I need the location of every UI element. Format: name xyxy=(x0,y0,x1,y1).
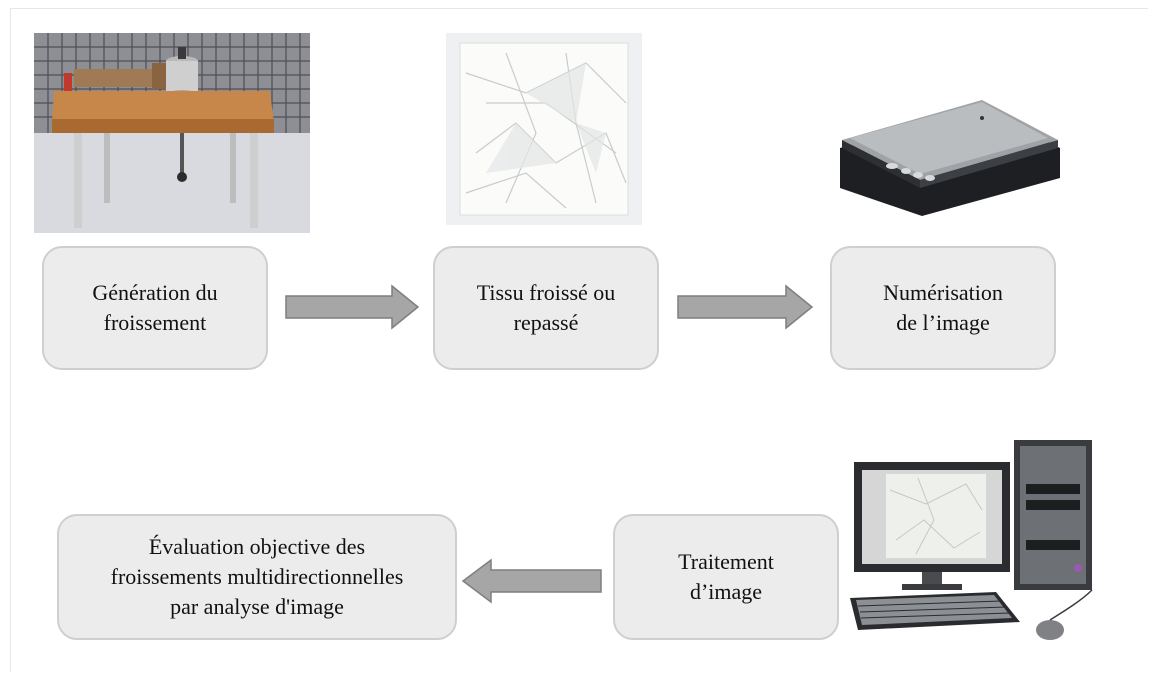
step-tissu-froisse: Tissu froissé ou repassé xyxy=(433,246,659,370)
step-evaluation-objective: Évaluation objective des froissements mu… xyxy=(57,514,457,640)
step-generation-du-froissement: Génération du froissement xyxy=(42,246,268,370)
step-traitement-image: Traitement d’image xyxy=(613,514,839,640)
step-tissu-label: Tissu froissé ou repassé xyxy=(476,280,616,335)
step-generation-label: Génération du froissement xyxy=(92,280,218,335)
crumpled-fabric-icon xyxy=(446,33,642,225)
desktop-computer-icon xyxy=(850,440,1093,640)
step-traitement-label: Traitement d’image xyxy=(678,549,774,604)
step-evaluation-label: Évaluation objective des froissements mu… xyxy=(110,534,404,619)
flatbed-scanner-icon xyxy=(840,100,1060,216)
diagram-frame xyxy=(10,8,1148,672)
step-numerisation-image: Numérisation de l’image xyxy=(830,246,1056,370)
arrow-left-icon xyxy=(461,558,602,604)
arrow-right-icon xyxy=(677,284,814,330)
crease-generation-table-icon xyxy=(34,33,310,233)
arrow-right-icon xyxy=(285,284,420,330)
step-numerisation-label: Numérisation de l’image xyxy=(883,280,1003,335)
